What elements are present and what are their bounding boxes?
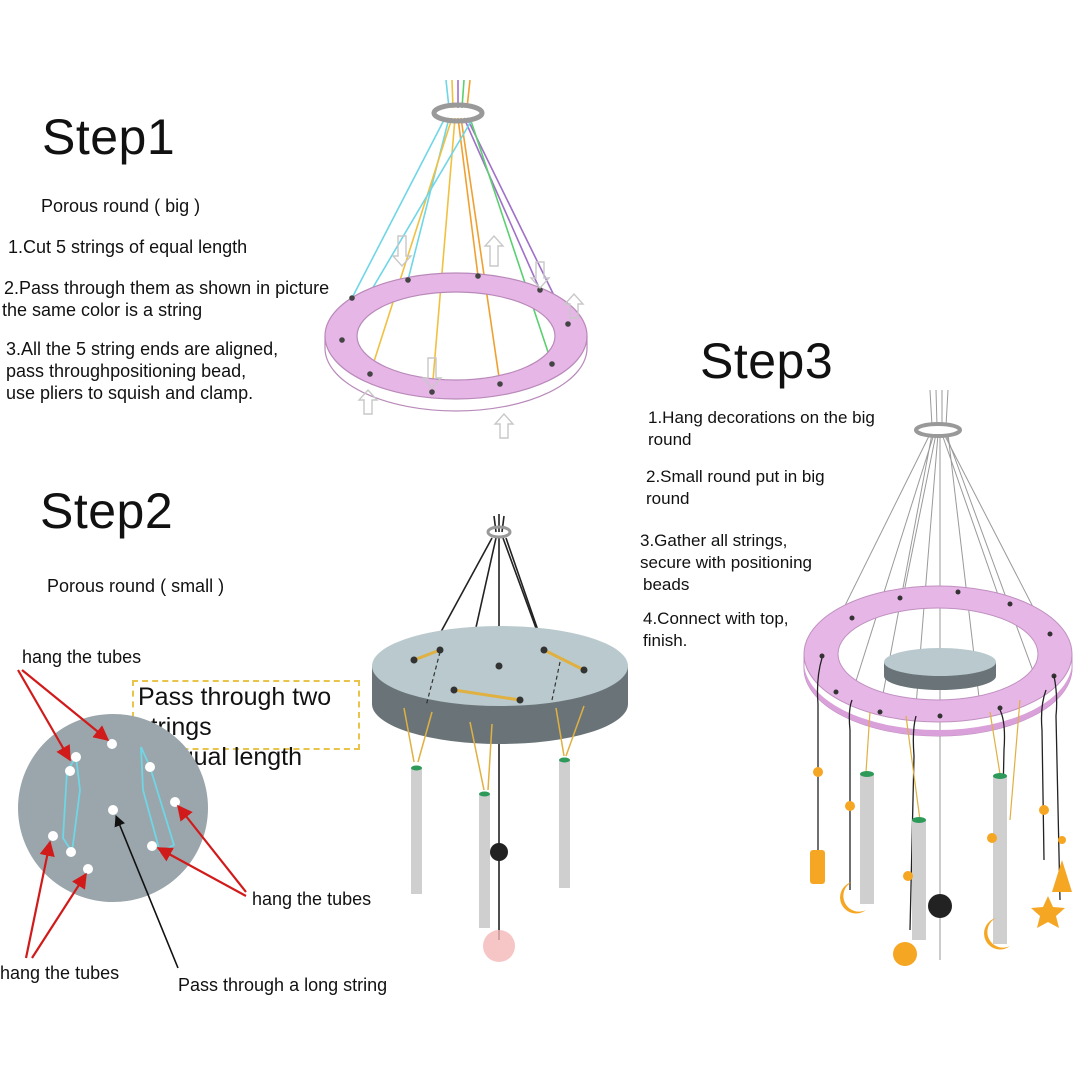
step3-item3-line3: beads	[643, 575, 690, 594]
step1-item3-line3: use pliers to squish and clamp.	[6, 383, 254, 403]
step3-positioning-bead	[914, 422, 962, 438]
step1-direction-arrows	[357, 234, 585, 439]
step1-subtitle: Porous round ( big )	[41, 196, 201, 216]
step1-item2-line2: the same color is a string	[2, 300, 203, 320]
step3-title: Step3	[700, 333, 834, 389]
step3-tubes	[860, 771, 1007, 944]
step3-item1-line2: round	[648, 430, 692, 449]
step3-decoration-ball	[893, 942, 917, 966]
step3-decoration-moon-right	[984, 918, 1010, 950]
step2-label-hang-bottom: hang the tubes	[0, 963, 120, 983]
step2-disc-side-view	[372, 514, 628, 962]
step2-callout-box: Pass through two strings of equal length	[132, 680, 360, 771]
step1-big-ring-diagram	[324, 79, 588, 439]
step2-tubes	[411, 757, 570, 928]
step2-callout-line2: of equal length	[138, 743, 303, 771]
step3-item4-line1: 4.Connect with top,	[643, 609, 789, 628]
step3-decoration-star	[1031, 896, 1065, 928]
step3-decoration-strings	[816, 657, 1061, 931]
step1-strings	[341, 79, 569, 393]
step3-top-strings	[819, 389, 1051, 960]
step1-positioning-bead	[431, 102, 485, 124]
step3-item4-line2: finish.	[643, 631, 688, 650]
step1-item3-line1: 3.All the 5 string ends are aligned,	[6, 339, 279, 359]
step3-black-bead	[928, 894, 952, 918]
step3-item3-line2: secure with positioning	[640, 553, 812, 572]
step1-item2-line1: 2.Pass through them as shown in picture	[4, 278, 330, 298]
step3-decoration-cylinder	[810, 850, 825, 884]
step3-decorations	[810, 767, 1072, 966]
step1-item3-line2: pass throughpositioning bead,	[6, 361, 247, 381]
step2-title: Step2	[40, 483, 174, 539]
step2-hanging-strings	[429, 514, 561, 940]
step2-callout-line1: Pass through two strings	[138, 683, 332, 741]
step1-ring-holes	[339, 273, 571, 395]
step1-item1: 1.Cut 5 strings of equal length	[8, 237, 248, 257]
step3-assembled-chime	[803, 389, 1073, 966]
step1-title: Step1	[42, 109, 176, 165]
step3-item2-line1: 2.Small round put in big	[646, 467, 825, 486]
step2-black-bead	[490, 843, 508, 861]
step2-label-hang-top: hang the tubes	[22, 647, 142, 667]
step3-decoration-cone	[1052, 860, 1072, 892]
step3-decoration-moon-left	[840, 882, 866, 914]
step2-pink-ball	[483, 930, 515, 962]
step3-small-disc	[884, 648, 996, 676]
step2-subtitle: Porous round ( small )	[47, 576, 225, 596]
step2-black-arrow	[114, 814, 179, 969]
step3-big-ring	[803, 585, 1073, 723]
step3-item1-line1: 1.Hang decorations on the big	[648, 408, 875, 427]
step2-label-hang-right: hang the tubes	[252, 889, 372, 909]
step3-item3-line1: 3.Gather all strings,	[640, 531, 788, 550]
step3-item2-line2: round	[646, 489, 690, 508]
step2-label-long-string: Pass through a long string	[178, 975, 388, 995]
step2-small-disc-side	[372, 626, 628, 706]
step1-big-ring	[324, 272, 588, 400]
step2-positioning-bead	[486, 525, 512, 539]
